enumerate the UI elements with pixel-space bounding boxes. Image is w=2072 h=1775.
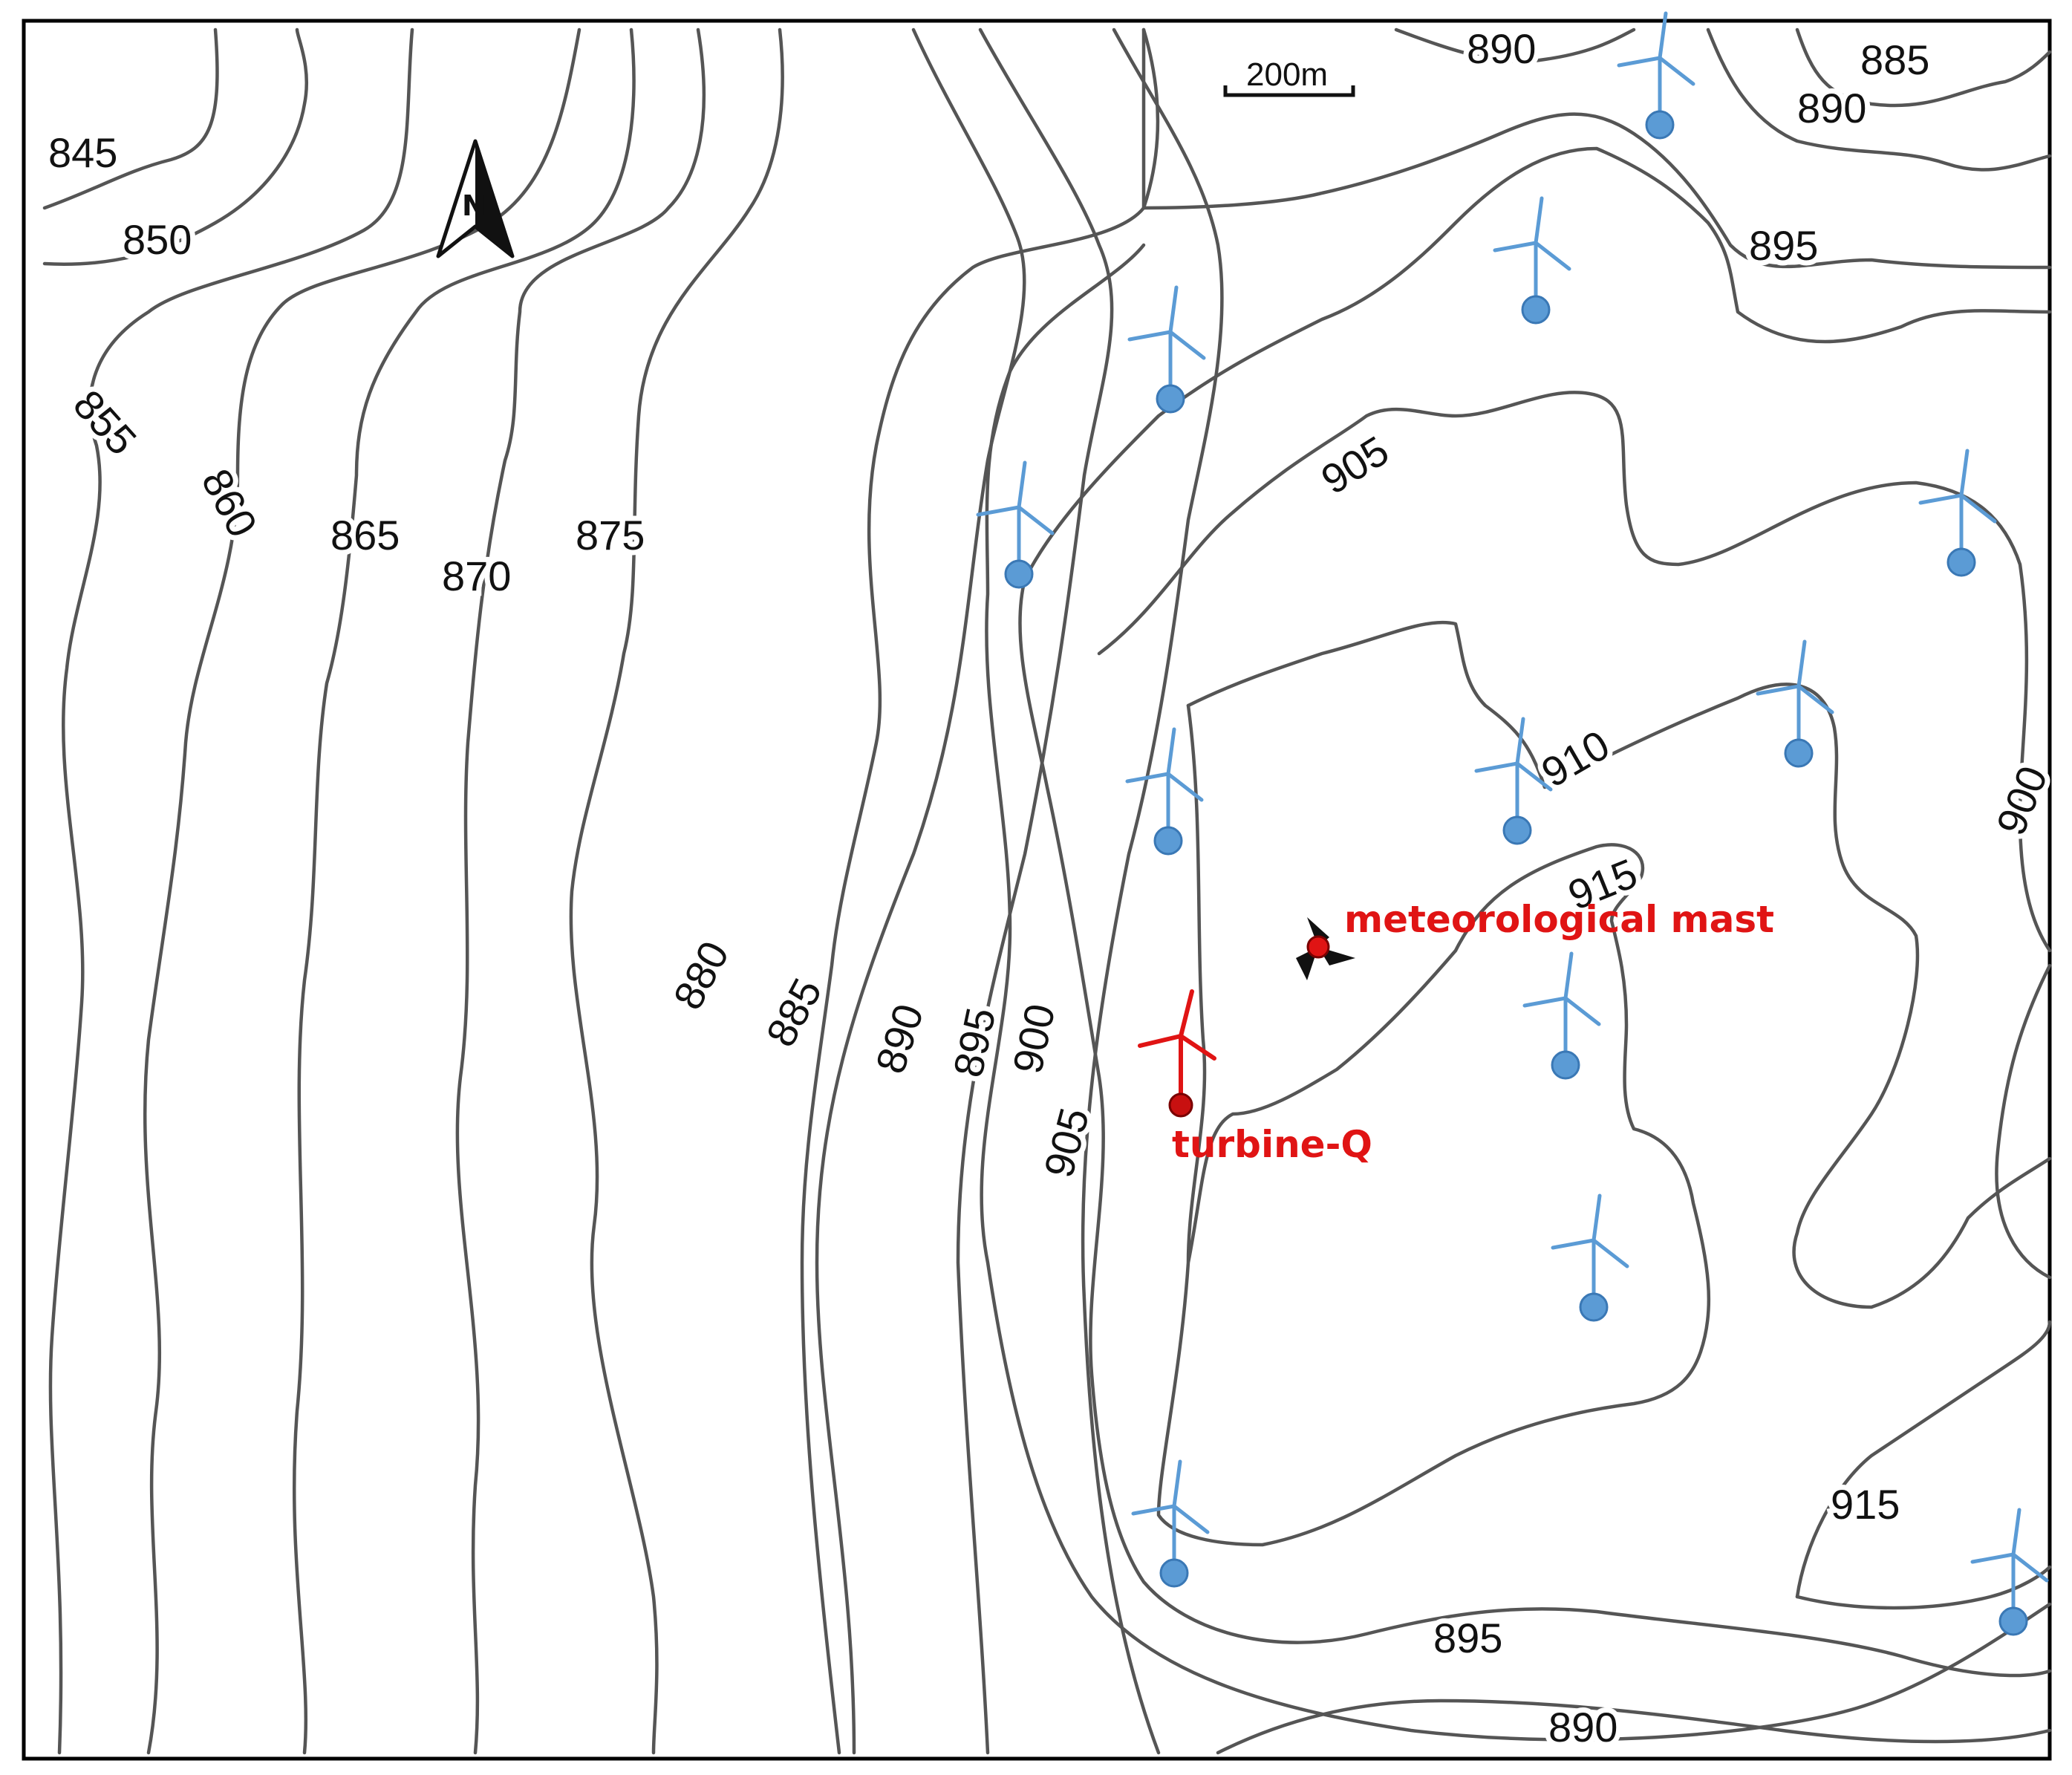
- turbine-icon: [1617, 11, 1695, 140]
- contour-label: 870: [442, 553, 511, 599]
- contour-line: [1795, 1320, 2052, 1599]
- contour-line: [980, 243, 2052, 1742]
- turbine-icon: [1131, 1459, 1210, 1588]
- map-frame: [22, 19, 2052, 1761]
- contour-label: 915: [1831, 1481, 1900, 1528]
- contour-line: [1995, 963, 2052, 1280]
- contour-line: [143, 27, 581, 1755]
- turbine-icon: [1125, 727, 1204, 856]
- turbine-icon: [1551, 1193, 1629, 1322]
- meteorological-mast-icon: [1296, 917, 1355, 980]
- contour-line: [1081, 27, 1224, 1755]
- contour-label: 895: [1433, 1615, 1502, 1661]
- contour-line: [1795, 27, 2052, 108]
- contour-line: [42, 27, 219, 210]
- contour-line: [1141, 112, 2052, 270]
- contour-line: [1023, 146, 2052, 582]
- contour-line: [569, 27, 784, 1755]
- contour-label: 890: [1548, 1704, 1617, 1750]
- contour-line: [455, 27, 706, 1755]
- turbine-icon: [1493, 196, 1571, 325]
- contour-label: 885: [1860, 36, 1929, 83]
- turbine-icon: [1522, 951, 1601, 1080]
- turbine-markers: [976, 11, 2049, 1636]
- meteorological-mast-label: meteorological mast: [1344, 898, 1774, 941]
- turbine-icon: [1756, 639, 1834, 768]
- north-arrow-icon: N: [436, 139, 515, 258]
- contour-label: 845: [48, 129, 117, 176]
- contour-line: [1795, 1565, 2052, 1610]
- contour-label: 865: [330, 512, 400, 558]
- turbine-icon: [1970, 1508, 2049, 1636]
- contour-line: [956, 27, 1114, 1755]
- contour-line: [42, 27, 309, 266]
- turbine-q-label: turbine-Q: [1172, 1123, 1372, 1166]
- contour-line: [1186, 620, 2052, 1309]
- turbine-q-marker: [1138, 989, 1216, 1118]
- contour-line: [815, 27, 1026, 1755]
- turbine-icon: [1918, 449, 1997, 577]
- contour-label: 875: [576, 512, 645, 558]
- contour-line: [1097, 391, 2052, 953]
- scale-bar-label: 200m: [1246, 56, 1328, 93]
- contour-lines: [42, 27, 2052, 1755]
- turbine-icon: [1127, 285, 1206, 414]
- turbine-icon: [976, 460, 1055, 589]
- contour-line: [1156, 703, 1711, 1547]
- turbine-icon: [1474, 717, 1553, 845]
- contour-label: 850: [123, 216, 192, 263]
- contour-line: [292, 27, 636, 1755]
- contour-line: [1018, 577, 2052, 1678]
- contour-label: 890: [1467, 25, 1536, 72]
- contour-line: [1216, 1699, 2052, 1755]
- contour-line: [1706, 27, 2052, 172]
- contour-label: 890: [1797, 85, 1866, 131]
- contour-line: [800, 27, 1160, 1755]
- contour-line: [1394, 27, 1636, 63]
- north-arrow-label: N: [462, 189, 486, 222]
- scale-bar: 200m: [1223, 56, 1355, 97]
- contour-label: 895: [1749, 222, 1818, 269]
- contour-line: [48, 27, 414, 1755]
